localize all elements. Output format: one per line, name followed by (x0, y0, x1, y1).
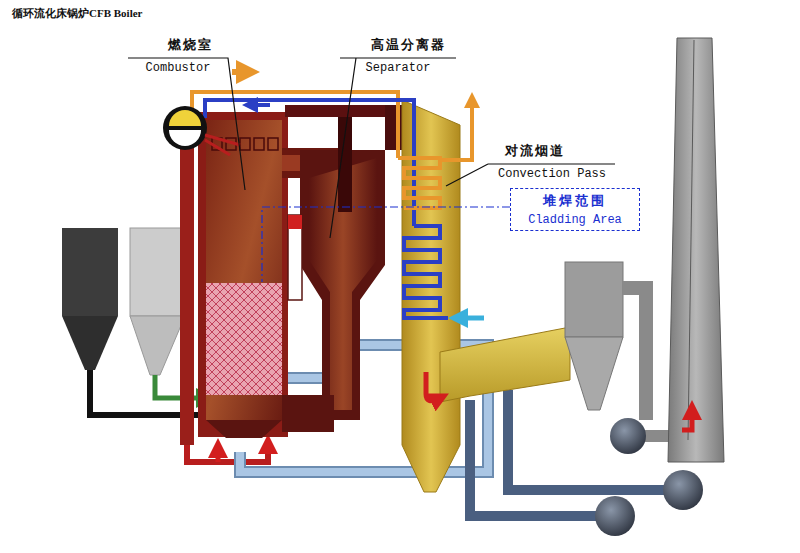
cladding-area-box: 堆焊范围 Cladding Area (510, 188, 640, 231)
combustor (206, 120, 282, 420)
primary-air-pipe (187, 445, 268, 462)
primary-fan (595, 496, 635, 536)
feedwater-arrow (458, 316, 484, 321)
flue-arrow (426, 372, 440, 401)
air-arrow (266, 444, 271, 452)
steam-outlet (440, 100, 472, 160)
title: 循环流化床锅炉CFB Boiler (12, 6, 142, 21)
loop-seal (282, 395, 334, 432)
coal-bunker-cone (62, 316, 118, 370)
water-arrow (250, 103, 270, 107)
id-fan (610, 418, 646, 454)
steam-arrow (232, 69, 248, 75)
flue-duct (440, 328, 570, 402)
drum-water (169, 110, 201, 126)
chimney (668, 38, 724, 462)
part-name: Combustor (146, 61, 211, 75)
area-label: Cladding Area (521, 213, 629, 227)
combustor-wall (198, 112, 288, 437)
air-pipe (470, 400, 597, 516)
limestone-bunker-cone (130, 316, 185, 375)
cladding-leader (262, 207, 510, 282)
economizer-coil (404, 226, 448, 318)
part-name: 对流烟道 (505, 142, 565, 160)
chimney-line (688, 40, 694, 440)
riser-tubes (205, 135, 240, 155)
steam-drum (163, 106, 207, 150)
part-name: Separator (366, 61, 431, 75)
stack-arrow (682, 410, 692, 430)
part-name: 燃烧室 (168, 36, 213, 54)
part-name: Convection Pass (498, 167, 606, 181)
air-arrow (216, 448, 221, 462)
secondary-fan (663, 470, 703, 510)
inlet-cladding (288, 215, 302, 229)
drum-lower (169, 130, 201, 146)
filter-outlet-pipe (623, 288, 646, 420)
coal-bunker (62, 228, 118, 316)
area-label: 堆焊范围 (521, 192, 629, 210)
downcomer (180, 140, 194, 445)
filter-hopper (565, 337, 623, 410)
superheater-coil (398, 158, 440, 208)
cladding-zone (206, 283, 282, 395)
combustor-bottom (206, 420, 282, 438)
limestone-bunker (130, 228, 185, 316)
bag-filter (565, 262, 623, 337)
gap (288, 215, 302, 300)
part-name: 高温分离器 (371, 36, 446, 54)
